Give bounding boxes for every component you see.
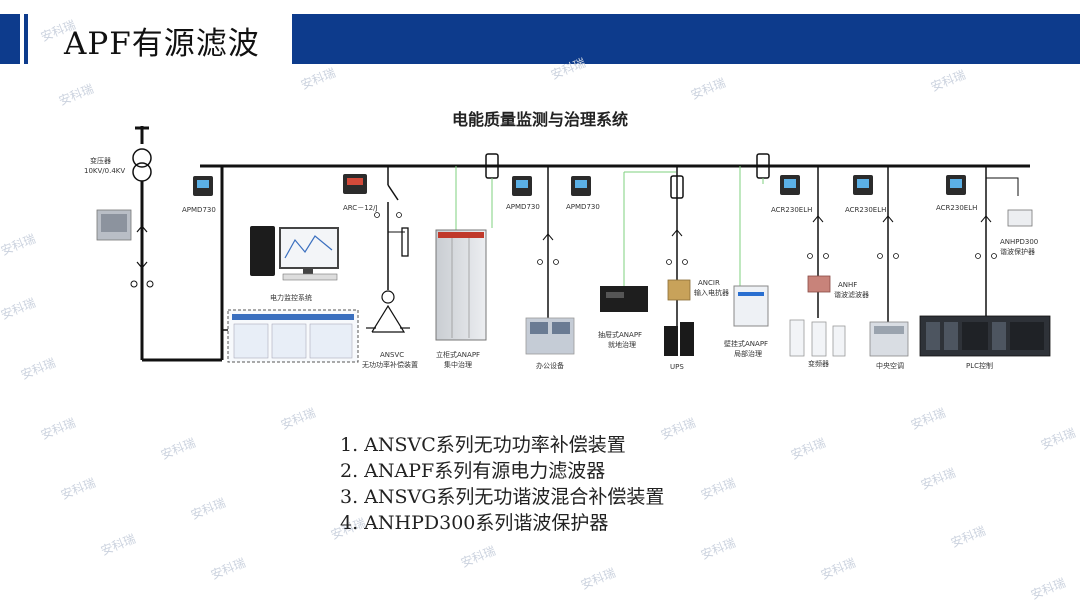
ansvc-label: ANSVC xyxy=(380,351,404,359)
ancir-sublabel: 输入电抗器 xyxy=(694,288,729,297)
ansvc-sublabel: 无功功率补偿装置 xyxy=(362,360,418,369)
anapf-cabinet-sublabel: 集中治理 xyxy=(444,360,472,369)
transformer-rating: 10KV/0.4KV xyxy=(84,167,125,175)
acr230-label-3: ACR230ELH xyxy=(936,204,977,212)
diagram-title: 电能质量监测与治理系统 xyxy=(451,110,628,129)
vfd-label: 变频器 xyxy=(808,359,829,368)
drawer-apf-icon xyxy=(600,286,648,312)
ups-label: UPS xyxy=(670,363,684,371)
hvac-label: 中央空调 xyxy=(876,361,904,370)
transformer-feeder xyxy=(96,126,224,362)
list-item: 3. ANSVG系列无功谐波混合补偿装置 xyxy=(340,486,665,508)
transformer-icon xyxy=(132,148,152,168)
anapf-cabinet xyxy=(435,166,487,341)
drawer-apf-sublabel: 就地治理 xyxy=(608,340,636,349)
wall-apf-sublabel: 局部治理 xyxy=(734,349,762,358)
slide-title: APF有源滤波 xyxy=(64,26,260,62)
anhf-label: ANHF xyxy=(838,281,857,289)
apmd730-label-1: APMD730 xyxy=(182,206,216,214)
power-monitor-label: 电力监控系统 xyxy=(270,293,312,302)
plc-branch xyxy=(919,166,1051,357)
drawer-apf-label: 抽屉式ANAPF xyxy=(598,330,642,339)
acr230-label-1: ACR230ELH xyxy=(771,206,812,214)
list-item: 1. ANSVC系列无功功率补偿装置 xyxy=(340,434,626,456)
anhf-sublabel: 谐波滤波器 xyxy=(834,290,869,299)
office-label: 办公设备 xyxy=(536,361,564,370)
anapf-cabinet-label: 立柜式ANAPF xyxy=(436,350,480,359)
header-accent-bar xyxy=(0,14,20,64)
hvac-branch xyxy=(869,166,909,357)
ansvc-branch xyxy=(366,166,410,333)
wall-apf-label: 壁挂式ANAPF xyxy=(724,339,768,348)
list-item: 2. ANAPF系列有源电力滤波器 xyxy=(340,460,606,482)
ups-branch xyxy=(664,166,694,356)
product-list: 1. ANSVC系列无功功率补偿装置 2. ANAPF系列有源电力滤波器 3. … xyxy=(340,432,664,536)
plc-label: PLC控制 xyxy=(966,361,993,370)
header-band xyxy=(292,14,1080,64)
list-item: 4. ANHPD300系列谐波保护器 xyxy=(340,512,609,534)
apmd730-label-2: APMD730 xyxy=(506,203,540,211)
arc-label: ARC－12/J xyxy=(343,204,378,212)
anhpd300-sublabel: 谐波保护器 xyxy=(1000,247,1035,256)
acr230-label-2: ACR230ELH xyxy=(845,206,886,214)
vfd-branch xyxy=(789,166,846,357)
anhpd300-label: ANHPD300 xyxy=(1000,238,1038,246)
ancir-label: ANCIR xyxy=(698,279,720,287)
apmd730-label-3: APMD730 xyxy=(566,203,600,211)
header-accent-line xyxy=(24,14,28,64)
power-monitor-system xyxy=(250,226,339,281)
office-branch xyxy=(525,166,575,355)
transformer-label: 变压器 xyxy=(90,156,111,165)
